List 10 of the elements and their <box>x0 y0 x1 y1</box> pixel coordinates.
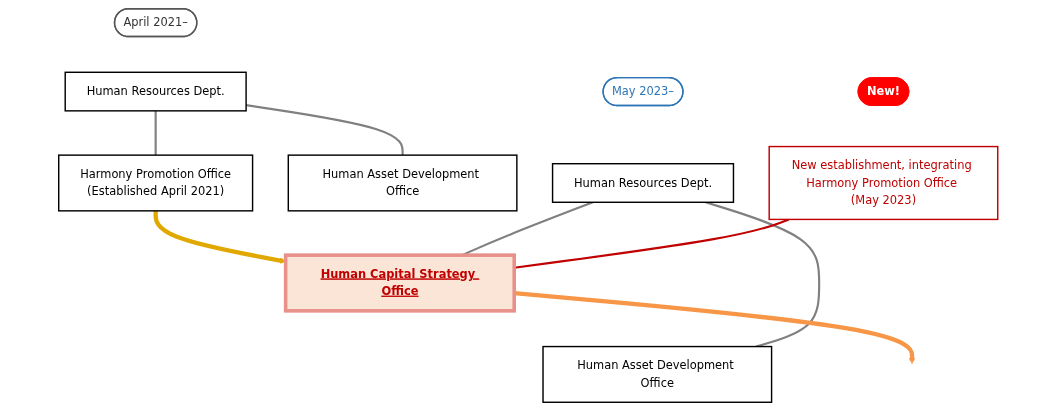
node-box: Human Asset Development Office <box>287 154 518 212</box>
node-box: Human Capital Strategy Office <box>283 253 516 313</box>
node-box: Human Resources Dept. <box>551 163 734 203</box>
connector <box>245 104 404 156</box>
node-box: Harmony Promotion Office (Established April 2021) <box>57 154 254 212</box>
connector <box>705 201 820 348</box>
node-box: Human Resources Dept. <box>64 71 247 112</box>
node-box: New establishment, integrating Harmony Promotion Office (May 2023) <box>768 145 999 221</box>
connector <box>154 110 157 156</box>
node-box: Human Asset Development Office <box>542 345 773 403</box>
